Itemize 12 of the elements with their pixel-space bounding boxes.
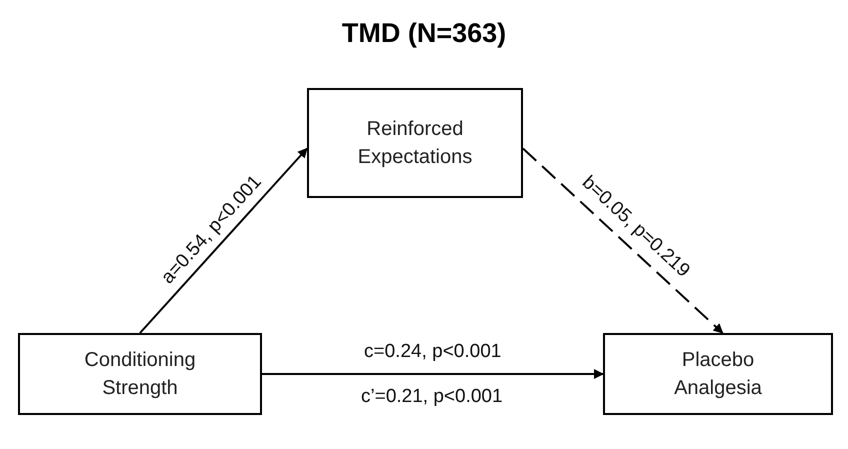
arrow — [262, 369, 604, 379]
variable-box — [18, 333, 262, 415]
edge-label: c=0.24, p<0.001 — [362, 340, 504, 364]
path-coefficient: c’=0.21, p<0.001 — [359, 386, 505, 409]
variable-box — [603, 333, 833, 415]
variable-name: Reinforced Expectations — [356, 117, 474, 170]
variable-name: Conditioning Strength — [83, 348, 197, 401]
variable-box — [307, 88, 523, 198]
dashed-arrow — [522, 148, 724, 334]
chart-title: TMD (N=363) — [342, 18, 506, 49]
arrow — [139, 148, 308, 334]
variable-name: Placebo Analgesia — [673, 348, 763, 401]
